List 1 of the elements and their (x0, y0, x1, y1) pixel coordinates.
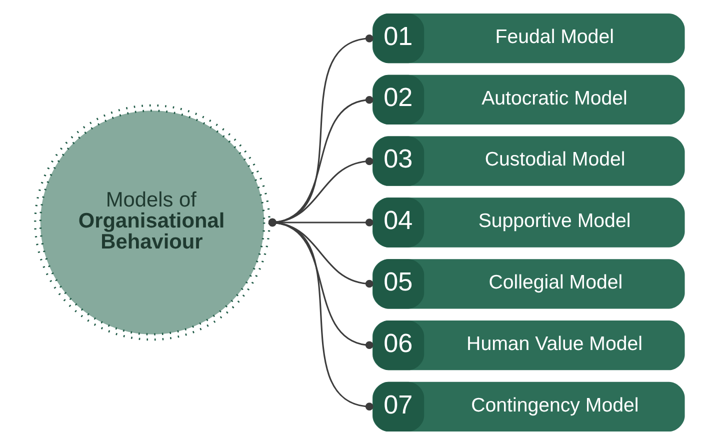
node-circle: Models of Organisational Behaviour (34, 104, 270, 341)
